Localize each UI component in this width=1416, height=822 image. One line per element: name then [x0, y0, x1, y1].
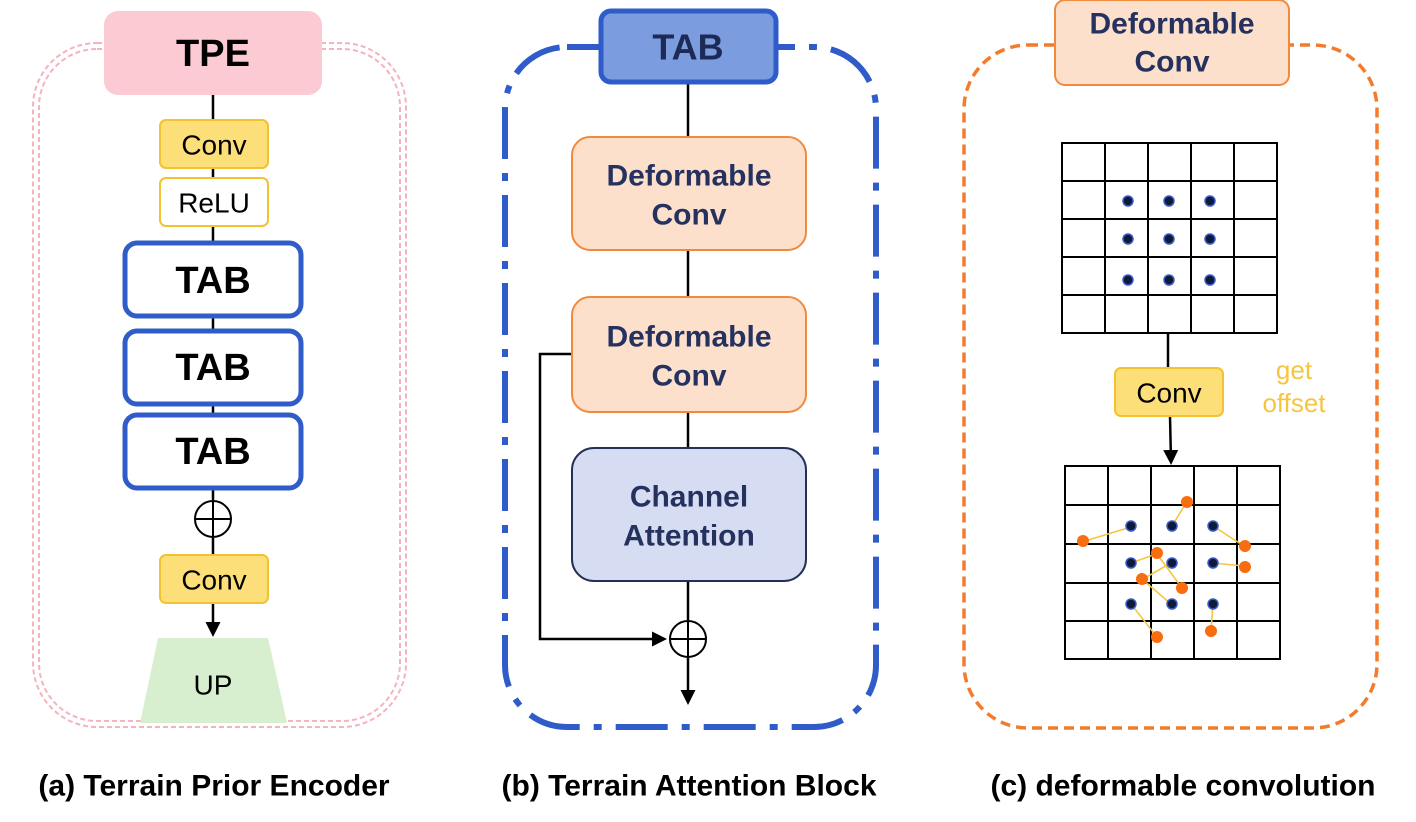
- channel-attention-box: [571, 447, 807, 582]
- conv-top-box: [159, 119, 269, 169]
- channel-attention-line2: Attention: [623, 520, 755, 553]
- panel-c-title-line1: Deformable: [1089, 8, 1254, 41]
- panel-b-terrain-attention-block: TAB Deformable Conv Deformable Conv Chan…: [502, 8, 879, 803]
- regular-sampling-points: [1122, 195, 1216, 286]
- panel-c-frame: [962, 43, 1379, 730]
- tab-label-3: TAB: [175, 431, 250, 473]
- up-label: UP: [194, 670, 233, 701]
- tab-box-3: [122, 412, 304, 491]
- panel-c-deformable-convolution: Deformable Conv Conv get offset: [962, 0, 1379, 803]
- relu-box: [159, 177, 269, 227]
- tab-box-2: [122, 328, 304, 407]
- tab-header-box: [598, 8, 779, 85]
- regular-sampling-grid: [1061, 142, 1278, 334]
- panel-b-skip-connection: [538, 352, 667, 647]
- add-circle-icon: [669, 620, 707, 658]
- original-sampling-points: [1125, 520, 1219, 610]
- tab-label-2: TAB: [175, 347, 250, 389]
- deformed-sampling-points: [1077, 496, 1251, 643]
- tab-label-1: TAB: [175, 260, 250, 302]
- tpe-label: TPE: [176, 33, 250, 75]
- relu-label: ReLU: [178, 188, 250, 219]
- panel-a-terrain-prior-encoder: TPE Conv ReLU TAB TAB TAB Conv UP (a) Te…: [32, 11, 407, 803]
- conv-bottom-box: [159, 554, 269, 604]
- deformable-conv-1-line1: Deformable: [606, 160, 771, 193]
- panel-c-title-box: [1054, 0, 1290, 86]
- get-offset-line1: get: [1276, 355, 1313, 385]
- tab-box-1: [122, 240, 304, 319]
- panel-b-caption: (b) Terrain Attention Block: [502, 770, 877, 803]
- conv-top-label: Conv: [181, 130, 246, 161]
- panel-c-caption: (c) deformable convolution: [990, 770, 1375, 803]
- deformable-conv-box-1: [571, 136, 807, 251]
- add-circle-icon: [194, 500, 232, 538]
- conv-bottom-label: Conv: [181, 565, 246, 596]
- panel-c-title-line2: Conv: [1135, 46, 1210, 79]
- tab-header-label: TAB: [652, 27, 723, 68]
- panel-a-caption: (a) Terrain Prior Encoder: [38, 770, 390, 803]
- tpe-box: [104, 11, 322, 95]
- offset-conv-box: [1114, 367, 1224, 417]
- up-trapezoid: [140, 638, 287, 723]
- deformed-sampling-grid: [1064, 465, 1281, 660]
- deformable-conv-1-line2: Conv: [652, 199, 727, 232]
- deformable-conv-2-line1: Deformable: [606, 321, 771, 354]
- get-offset-line2: offset: [1262, 388, 1326, 418]
- deformable-conv-2-line2: Conv: [652, 360, 727, 393]
- deformable-conv-box-2: [571, 296, 807, 413]
- offset-conv-label: Conv: [1136, 378, 1201, 409]
- channel-attention-line1: Channel: [630, 481, 748, 514]
- panel-c-arrow: [1163, 415, 1179, 465]
